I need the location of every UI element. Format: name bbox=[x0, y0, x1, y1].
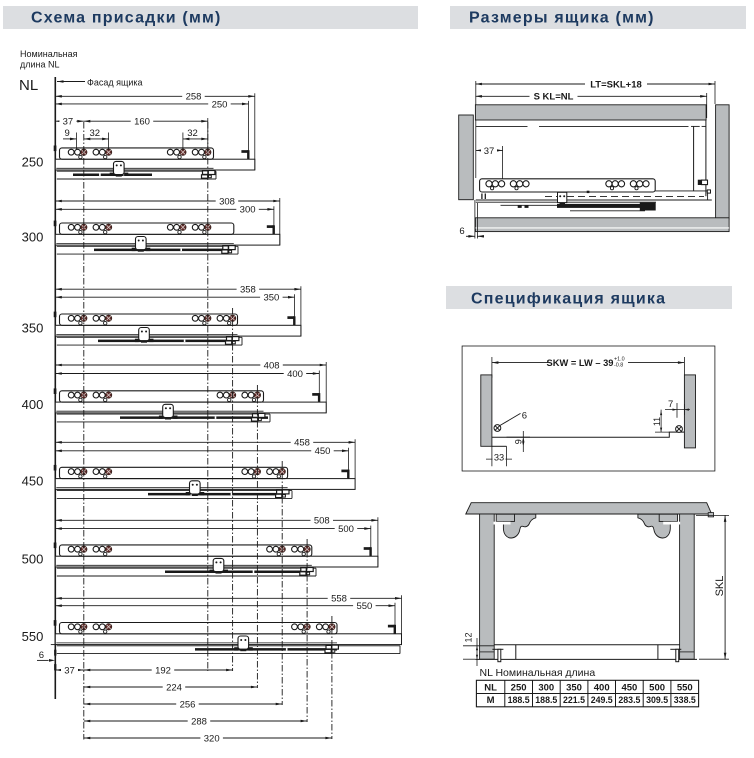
svg-text:550: 550 bbox=[22, 629, 44, 644]
svg-text:400: 400 bbox=[594, 682, 610, 693]
svg-text:Схема присадки (мм): Схема присадки (мм) bbox=[31, 10, 222, 27]
svg-text:500: 500 bbox=[22, 551, 44, 566]
svg-text:550: 550 bbox=[356, 601, 372, 612]
svg-text:Фасад ящика: Фасад ящика bbox=[87, 78, 143, 88]
svg-text:283.5: 283.5 bbox=[618, 695, 640, 705]
svg-text:308: 308 bbox=[219, 196, 235, 207]
svg-text:508: 508 bbox=[314, 516, 330, 527]
svg-text:160: 160 bbox=[134, 117, 150, 128]
svg-text:249.5: 249.5 bbox=[591, 695, 613, 705]
svg-text:SKL: SKL bbox=[714, 576, 726, 597]
svg-text:Номинальная: Номинальная bbox=[20, 49, 78, 59]
svg-text:500: 500 bbox=[649, 682, 665, 693]
svg-text:11: 11 bbox=[652, 417, 662, 426]
svg-text:300: 300 bbox=[22, 229, 44, 244]
svg-text:32: 32 bbox=[187, 128, 198, 139]
svg-text:37: 37 bbox=[484, 146, 495, 157]
svg-text:221.5: 221.5 bbox=[563, 695, 585, 705]
svg-text:408: 408 bbox=[264, 360, 280, 371]
svg-text:350: 350 bbox=[566, 682, 582, 693]
svg-text:32: 32 bbox=[90, 128, 101, 139]
svg-text:9: 9 bbox=[513, 439, 523, 444]
svg-text:300: 300 bbox=[538, 682, 554, 693]
svg-text:256: 256 bbox=[180, 699, 196, 710]
svg-text:188.5: 188.5 bbox=[535, 695, 557, 705]
svg-text:458: 458 bbox=[294, 438, 310, 449]
svg-text:M: M bbox=[487, 695, 495, 706]
svg-text:длина NL: длина NL bbox=[20, 60, 60, 70]
svg-text:NL: NL bbox=[19, 77, 38, 94]
svg-text:224: 224 bbox=[166, 682, 182, 693]
svg-text:33: 33 bbox=[494, 453, 504, 463]
svg-text:250: 250 bbox=[212, 99, 228, 110]
svg-text:450: 450 bbox=[621, 682, 637, 693]
svg-text:250: 250 bbox=[511, 682, 527, 693]
svg-text:450: 450 bbox=[22, 474, 44, 489]
svg-text:188.5: 188.5 bbox=[508, 695, 530, 705]
svg-text:500: 500 bbox=[338, 524, 354, 535]
svg-text:LT=SKL+18: LT=SKL+18 bbox=[590, 79, 642, 90]
svg-text:Размеры ящика (мм): Размеры ящика (мм) bbox=[469, 10, 655, 27]
svg-text:SKW = LW – 39: SKW = LW – 39 bbox=[547, 358, 614, 368]
svg-text:258: 258 bbox=[186, 92, 202, 103]
svg-text:S KL=NL: S KL=NL bbox=[534, 92, 574, 103]
svg-text:-0.8: -0.8 bbox=[614, 363, 623, 369]
svg-text:7: 7 bbox=[668, 399, 673, 410]
svg-text:9: 9 bbox=[65, 128, 70, 139]
svg-text:+1.0: +1.0 bbox=[614, 357, 625, 363]
svg-text:288: 288 bbox=[191, 716, 207, 727]
svg-text:358: 358 bbox=[240, 285, 256, 296]
svg-text:192: 192 bbox=[155, 665, 171, 676]
svg-text:12: 12 bbox=[464, 632, 474, 642]
svg-text:6: 6 bbox=[522, 411, 527, 422]
svg-text:350: 350 bbox=[263, 293, 279, 304]
svg-text:6: 6 bbox=[39, 650, 44, 661]
svg-text:558: 558 bbox=[331, 594, 347, 605]
svg-text:450: 450 bbox=[315, 446, 331, 457]
svg-text:37: 37 bbox=[63, 117, 74, 128]
svg-text:338.5: 338.5 bbox=[674, 695, 696, 705]
svg-text:309.5: 309.5 bbox=[646, 695, 668, 705]
svg-text:Спецификация ящика: Спецификация ящика bbox=[471, 291, 666, 308]
svg-text:37: 37 bbox=[64, 665, 75, 676]
svg-text:400: 400 bbox=[22, 397, 44, 412]
svg-text:NL Номинальная длина: NL Номинальная длина bbox=[480, 667, 596, 679]
svg-text:350: 350 bbox=[22, 320, 44, 335]
svg-text:400: 400 bbox=[287, 369, 303, 380]
svg-text:320: 320 bbox=[204, 733, 220, 744]
svg-text:6: 6 bbox=[459, 226, 464, 237]
svg-text:250: 250 bbox=[22, 154, 44, 169]
svg-text:550: 550 bbox=[677, 682, 693, 693]
svg-text:NL: NL bbox=[484, 682, 497, 693]
svg-text:300: 300 bbox=[240, 205, 256, 216]
